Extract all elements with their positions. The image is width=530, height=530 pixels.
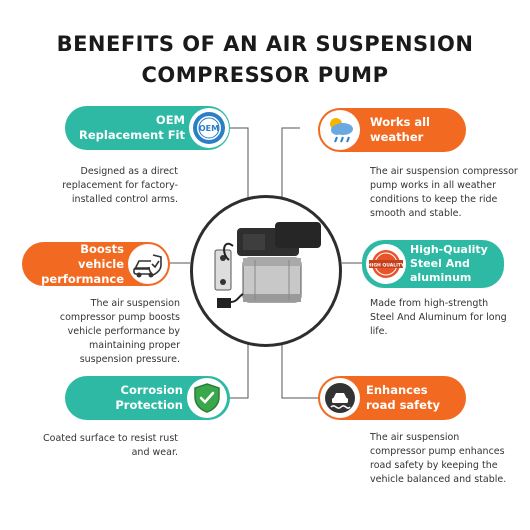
shield-check-icon	[187, 378, 227, 418]
svg-text:OEM: OEM	[199, 124, 219, 133]
benefit-corrosion-pill: Corrosion Protection	[65, 376, 230, 420]
benefit-corrosion-label-line1: Corrosion	[120, 383, 183, 397]
benefit-safety-description: The air suspension compressor pump enhan…	[370, 432, 507, 485]
weather-icon	[320, 110, 360, 150]
benefit-performance-label-line2: performance	[41, 271, 124, 286]
benefit-safety-label-line1: Enhances	[366, 383, 428, 397]
benefit-oem-description: Designed as a direct replacement for fac…	[62, 166, 178, 205]
car-shield-icon	[128, 244, 168, 284]
benefit-oem-pill: OEM Replacement Fit OEM	[65, 106, 230, 150]
skidding-car-icon	[320, 378, 360, 418]
benefit-material-label-line1: High-Quality	[410, 243, 488, 256]
benefit-corrosion-label-line2: Protection	[115, 398, 183, 412]
benefit-corrosion-description: Coated surface to resist rust and wear.	[43, 433, 178, 458]
page-title-line2: COMPRESSOR PUMP	[141, 63, 389, 87]
benefit-safety-pill: Enhances road safety	[318, 376, 466, 420]
benefit-weather-label-line1: Works all	[370, 115, 430, 129]
center-product-circle	[190, 195, 342, 347]
benefit-material-pill: HIGH QUALITY High-Quality Steel And alum…	[362, 240, 504, 288]
benefit-weather-label-line2: weather	[370, 130, 424, 144]
benefit-oem-label-line1: OEM	[155, 113, 185, 127]
page-title-line1: BENEFITS OF AN AIR SUSPENSION	[56, 32, 474, 56]
high-quality-badge-icon: HIGH QUALITY	[366, 244, 406, 284]
benefit-material-label-line2: Steel And	[410, 257, 470, 270]
benefit-performance-label-line1: Boosts vehicle	[78, 241, 124, 271]
oem-seal-icon: OEM	[189, 108, 229, 148]
benefit-weather-description: The air suspension compressor pump works…	[370, 166, 518, 219]
benefit-performance-pill: Boosts vehicle performance	[22, 242, 170, 286]
benefit-material-label-line3: aluminum	[410, 271, 472, 284]
benefit-performance-description: The air suspension compressor pump boost…	[59, 298, 180, 365]
svg-text:HIGH QUALITY: HIGH QUALITY	[368, 263, 405, 269]
benefit-safety-label-line2: road safety	[366, 398, 440, 412]
benefit-material-description: Made from high-strength Steel And Alumin…	[370, 298, 507, 337]
benefit-weather-pill: Works all weather	[318, 108, 466, 152]
compressor-pump-image	[214, 222, 321, 308]
benefit-oem-label-line2: Replacement Fit	[79, 128, 185, 142]
